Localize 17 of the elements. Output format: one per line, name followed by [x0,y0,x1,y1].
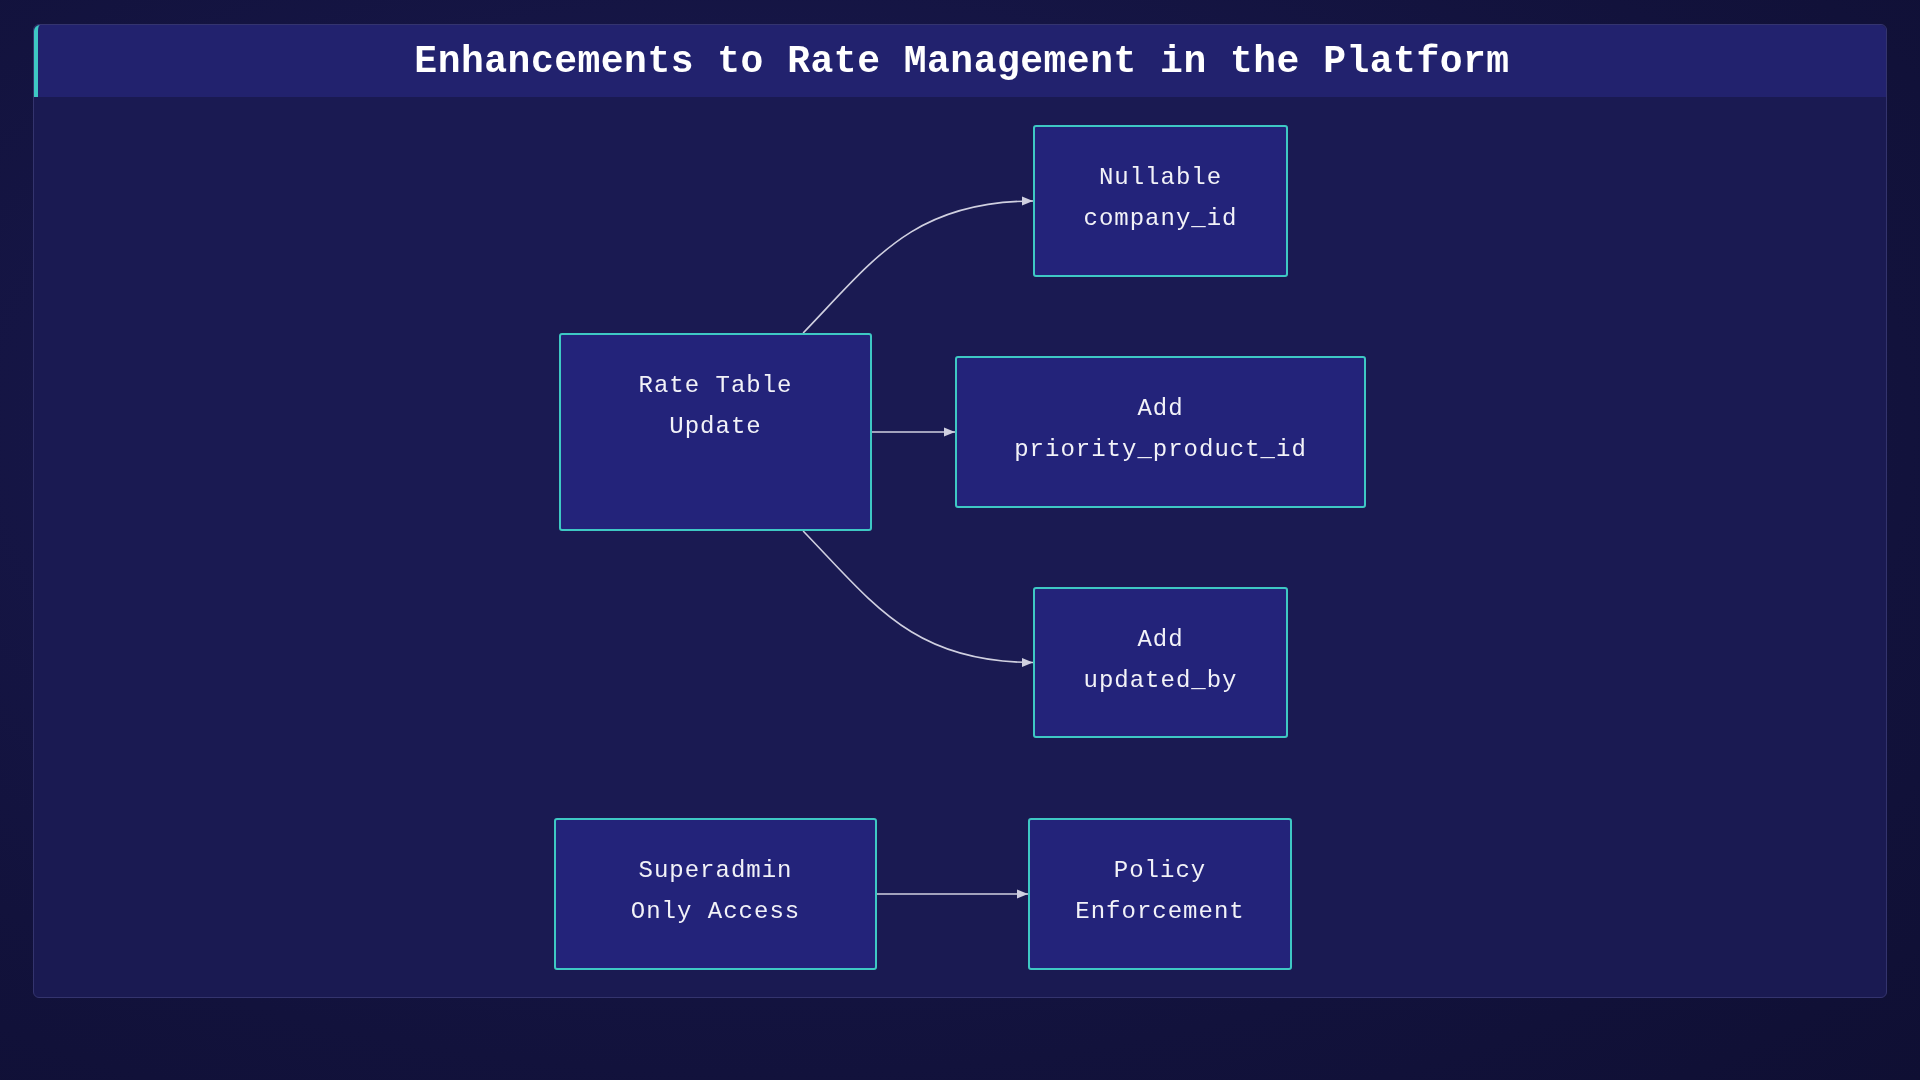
node-label: Rate Table Update [637,371,794,442]
node-label: Add priority_product_id [1013,394,1308,465]
node-label: Policy Enforcement [1074,856,1246,927]
node-label: Nullable company_id [1082,163,1239,234]
node-label: Add updated_by [1082,625,1239,696]
arrow [876,889,1029,899]
title: Enhancements to Rate Management in the Platform [414,39,1510,83]
node-label: Superadmin Only Access [629,856,802,927]
arrow [802,530,1034,667]
process-box [1033,125,1288,277]
process-box [554,818,877,970]
arrow [871,427,956,437]
process-box [559,333,872,531]
process-box [1028,818,1292,970]
process-box [955,356,1366,508]
process-box [1033,587,1288,738]
arrow [802,197,1034,334]
